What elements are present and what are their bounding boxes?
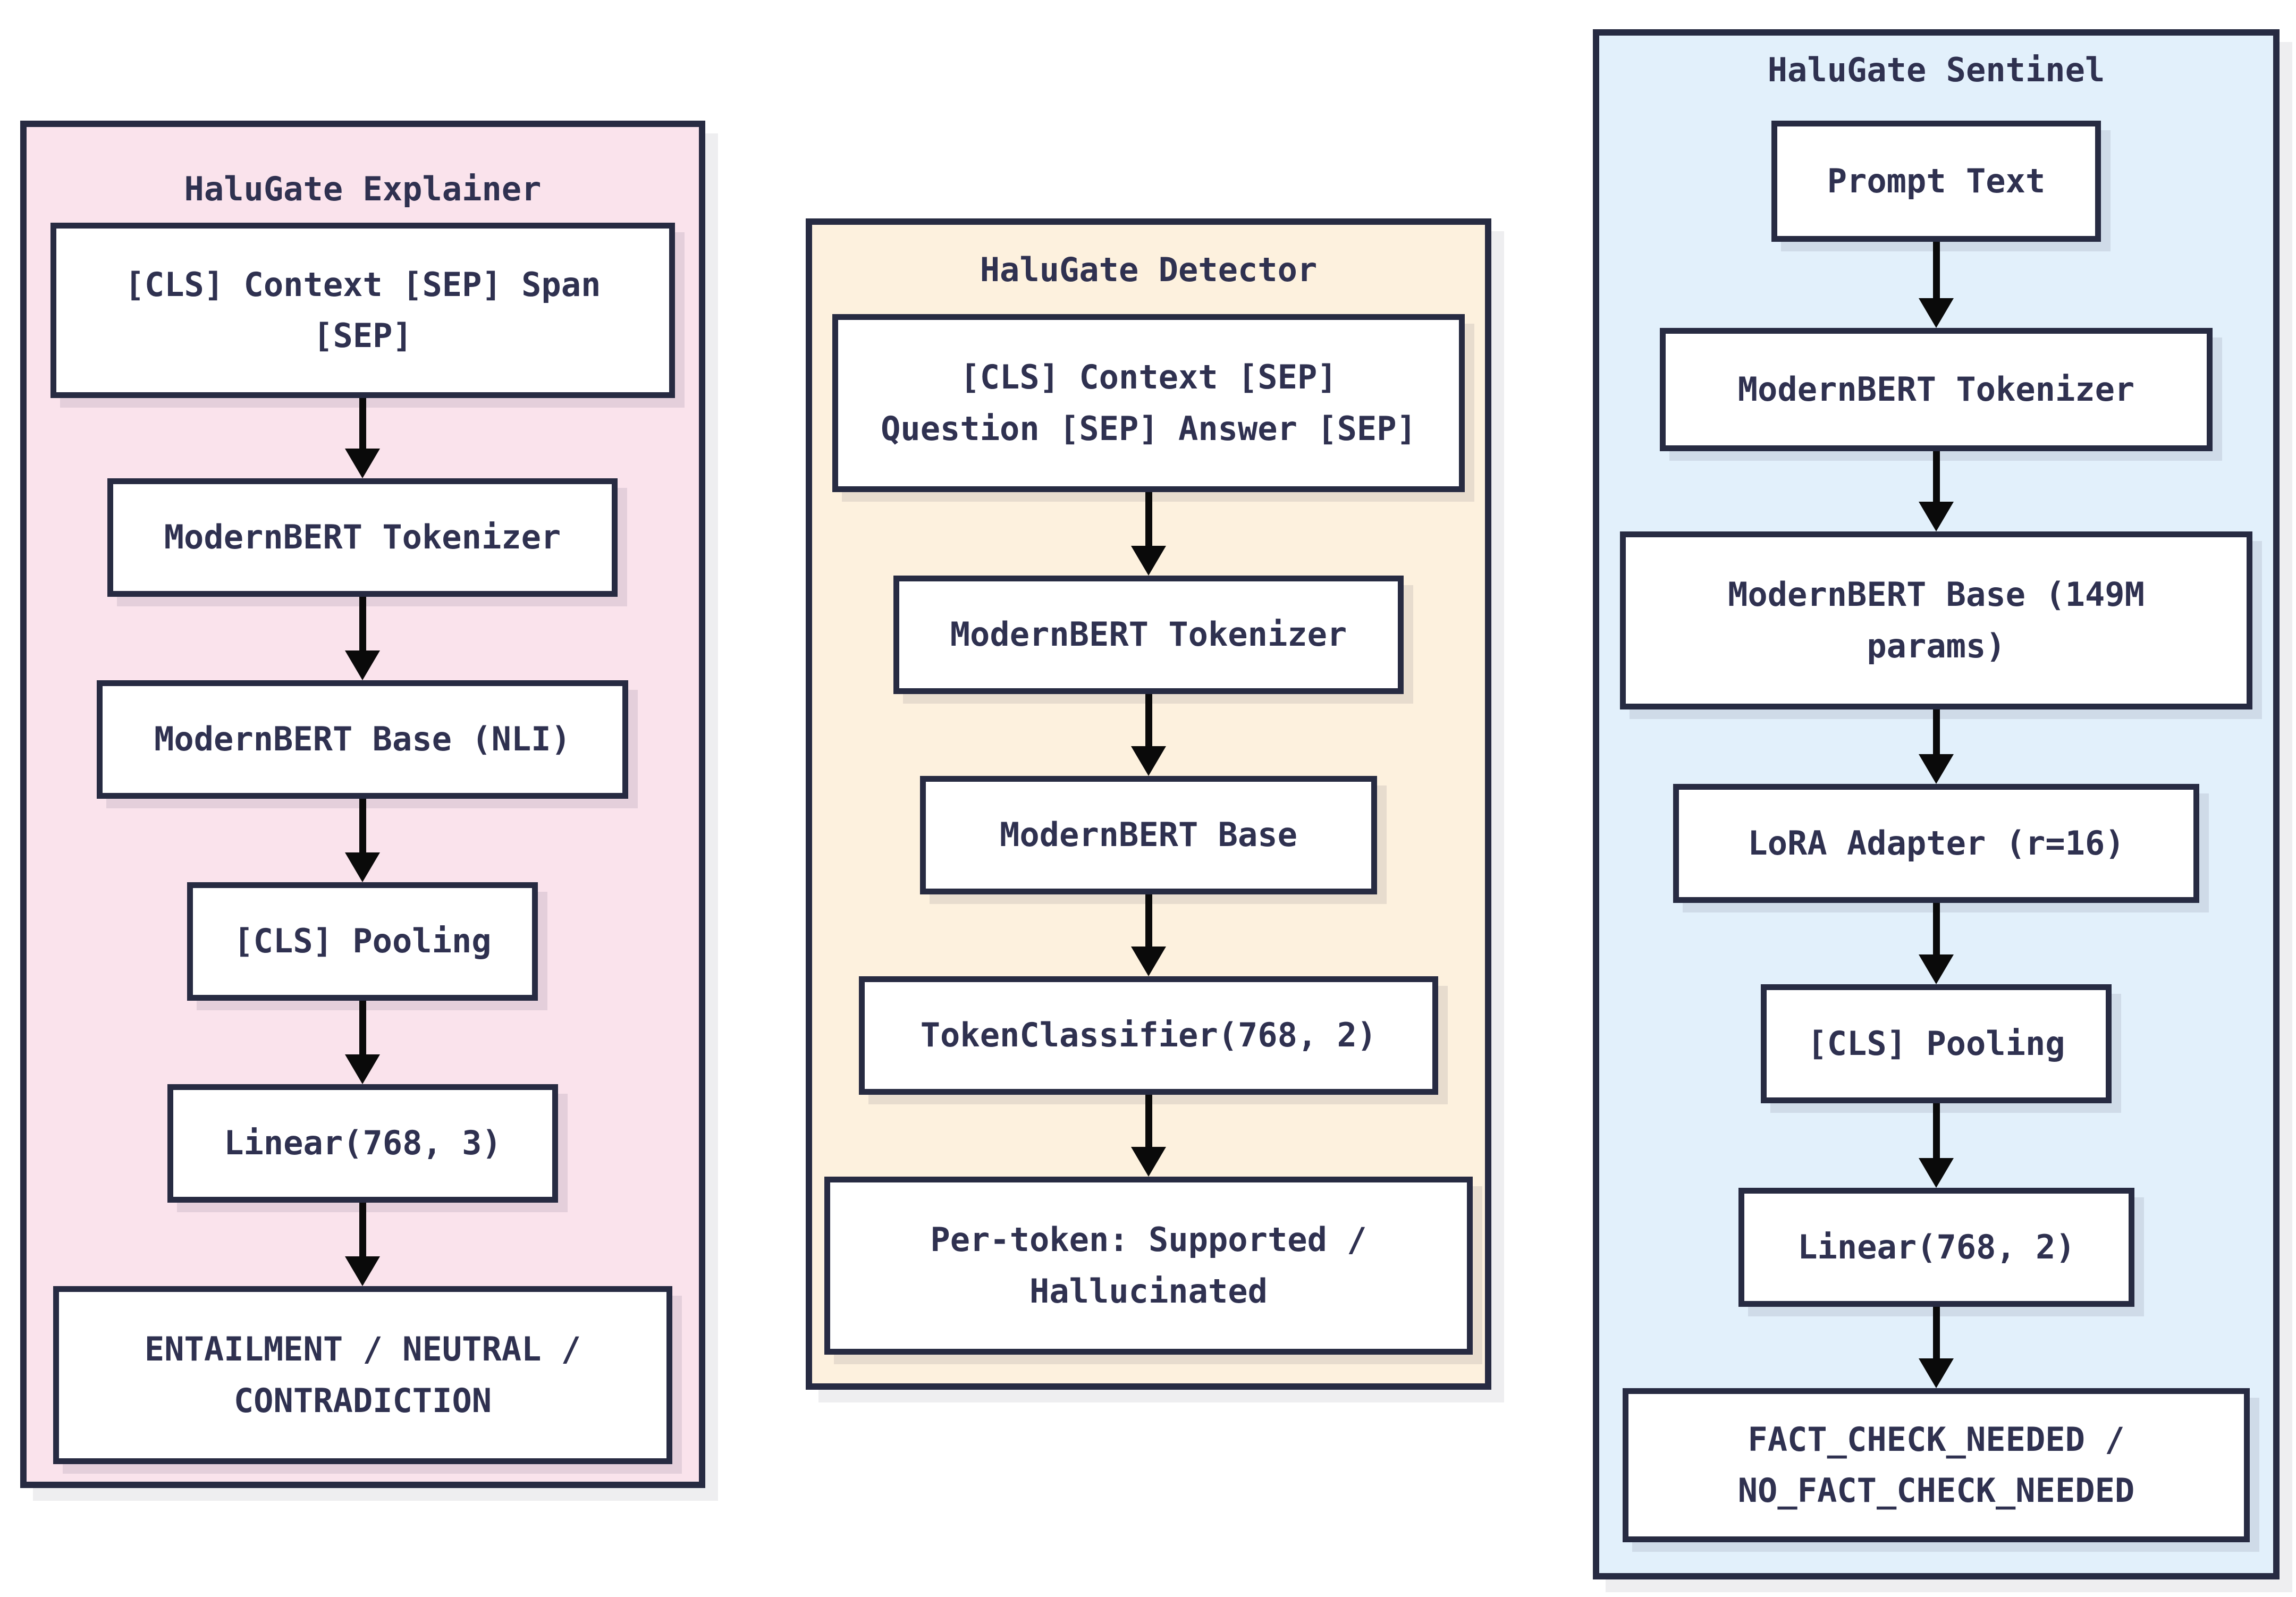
arrow-shaft <box>1145 894 1152 947</box>
arrow-shaft <box>359 1001 366 1054</box>
halugate-sentinel-panel: HaluGate Sentinel Prompt Text ModernBERT… <box>1593 29 2280 1579</box>
arrow-head-icon <box>1131 947 1166 976</box>
arrow-head-icon <box>345 1256 380 1286</box>
node-sentinel-cls-pooling: [CLS] Pooling <box>1761 984 2112 1103</box>
down-arrow <box>1919 1307 1954 1388</box>
arrow-shaft <box>1932 242 1940 298</box>
down-arrow <box>345 1001 380 1084</box>
node-per-token-output: Per-token: Supported / Hallucinated <box>824 1177 1473 1355</box>
node-modernbert-base: ModernBERT Base <box>920 776 1377 894</box>
node-cls-context-sep-span-input: [CLS] Context [SEP] Span [SEP] <box>50 223 675 398</box>
down-arrow <box>345 799 380 882</box>
arrow-shaft <box>1145 1095 1152 1147</box>
node-sentinel-modernbert-tokenizer: ModernBERT Tokenizer <box>1660 328 2213 451</box>
down-arrow <box>1919 242 1954 328</box>
arrow-head-icon <box>1131 746 1166 776</box>
arrow-shaft <box>1932 903 1940 954</box>
node-explainer-modernbert-tokenizer: ModernBERT Tokenizer <box>107 478 618 597</box>
node-token-classifier-768-2: TokenClassifier(768, 2) <box>859 976 1438 1095</box>
arrow-shaft <box>1932 1307 1940 1358</box>
arrow-shaft <box>359 398 366 449</box>
arrow-head-icon <box>345 449 380 478</box>
down-arrow <box>1131 694 1166 776</box>
arrow-shaft <box>1932 1103 1940 1158</box>
arrow-shaft <box>1145 694 1152 746</box>
down-arrow <box>1131 492 1166 576</box>
arrow-head-icon <box>1919 1358 1954 1388</box>
panel-title-sentinel: HaluGate Sentinel <box>1767 50 2105 89</box>
arrow-head-icon <box>1919 954 1954 984</box>
arrow-head-icon <box>345 650 380 680</box>
node-modernbert-base-nli: ModernBERT Base (NLI) <box>97 680 628 799</box>
arrow-head-icon <box>1919 1158 1954 1188</box>
down-arrow <box>345 597 380 680</box>
arrow-head-icon <box>1131 546 1166 576</box>
node-prompt-text-input: Prompt Text <box>1771 121 2101 242</box>
arrow-shaft <box>1932 709 1940 754</box>
halugate-explainer-panel: HaluGate Explainer [CLS] Context [SEP] S… <box>20 121 705 1488</box>
down-arrow <box>345 398 380 478</box>
node-fact-check-output: FACT_CHECK_NEEDED / NO_FACT_CHECK_NEEDED <box>1623 1388 2250 1542</box>
down-arrow <box>1919 451 1954 531</box>
arrow-shaft <box>359 1203 366 1256</box>
halugate-detector-panel: HaluGate Detector [CLS] Context [SEP] Qu… <box>806 218 1491 1390</box>
panel-title-detector: HaluGate Detector <box>980 250 1318 289</box>
node-nli-labels-output: ENTAILMENT / NEUTRAL / CONTRADICTION <box>53 1286 672 1464</box>
down-arrow <box>345 1203 380 1286</box>
arrow-head-icon <box>1919 502 1954 531</box>
node-explainer-cls-pooling: [CLS] Pooling <box>187 882 538 1001</box>
node-detector-modernbert-tokenizer: ModernBERT Tokenizer <box>893 576 1404 694</box>
arrow-head-icon <box>1919 298 1954 328</box>
arrow-head-icon <box>1131 1147 1166 1177</box>
down-arrow <box>1131 894 1166 976</box>
node-linear-768-2: Linear(768, 2) <box>1738 1188 2134 1307</box>
down-arrow <box>1131 1095 1166 1177</box>
arrow-shaft <box>1932 451 1940 502</box>
arrow-head-icon <box>345 852 380 882</box>
node-linear-768-3: Linear(768, 3) <box>167 1084 558 1203</box>
node-lora-adapter-r16: LoRA Adapter (r=16) <box>1673 784 2199 903</box>
down-arrow <box>1919 903 1954 984</box>
arrow-shaft <box>1145 492 1152 546</box>
down-arrow <box>1919 709 1954 784</box>
arrow-shaft <box>359 799 366 852</box>
arrow-head-icon <box>345 1054 380 1084</box>
panel-title-explainer: HaluGate Explainer <box>184 170 542 208</box>
arrow-head-icon <box>1919 754 1954 784</box>
node-cls-context-question-answer-input: [CLS] Context [SEP] Question [SEP] Answe… <box>832 314 1465 492</box>
node-modernbert-base-149m: ModernBERT Base (149M params) <box>1620 531 2252 709</box>
arrow-shaft <box>359 597 366 650</box>
down-arrow <box>1919 1103 1954 1188</box>
